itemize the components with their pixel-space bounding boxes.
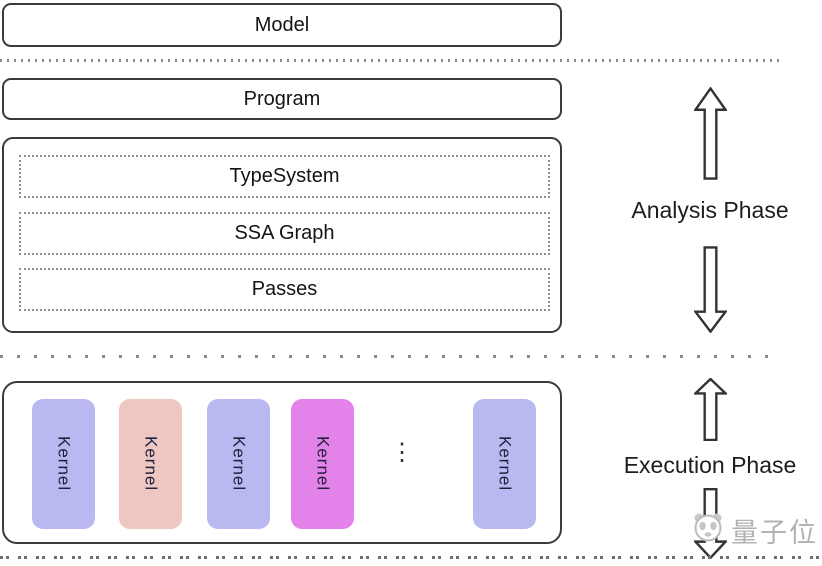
execution-container-box: Kernel Kernel Kernel Kernel ⋮ Kernel [2, 381, 562, 544]
kernel-box: Kernel [207, 399, 270, 529]
kernel-box: Kernel [119, 399, 182, 529]
analysis-container-box: TypeSystem SSA Graph Passes [2, 137, 562, 333]
ssa-graph-box: SSA Graph [19, 212, 550, 255]
arrow-up-icon [694, 378, 727, 441]
separator-model-program [0, 59, 782, 62]
kernel-box: Kernel [473, 399, 536, 529]
arrow-up-icon [694, 87, 727, 180]
typesystem-label: TypeSystem [229, 165, 340, 187]
kernel-box: Kernel [291, 399, 354, 529]
typesystem-box: TypeSystem [19, 155, 550, 198]
model-label: Model [254, 13, 310, 36]
arrow-down-icon [694, 246, 727, 333]
watermark-text: 量子位 [731, 518, 818, 548]
bottom-dotted-border [0, 556, 822, 559]
watermark: 量子位 [690, 510, 818, 551]
program-label: Program [243, 87, 321, 110]
more-kernels-ellipsis-icon: ⋮ [390, 439, 414, 466]
analysis-phase-label: Analysis Phase [631, 197, 789, 223]
execution-phase-label: Execution Phase [623, 452, 797, 478]
separator-analysis-execution [0, 355, 780, 358]
ssa-graph-label: SSA Graph [234, 222, 335, 244]
passes-box: Passes [19, 268, 550, 311]
model-box: Model [2, 3, 562, 47]
program-box: Program [2, 78, 562, 120]
kernel-box: Kernel [32, 399, 95, 529]
qbitai-panda-logo-icon [690, 510, 726, 551]
passes-label: Passes [251, 278, 318, 300]
